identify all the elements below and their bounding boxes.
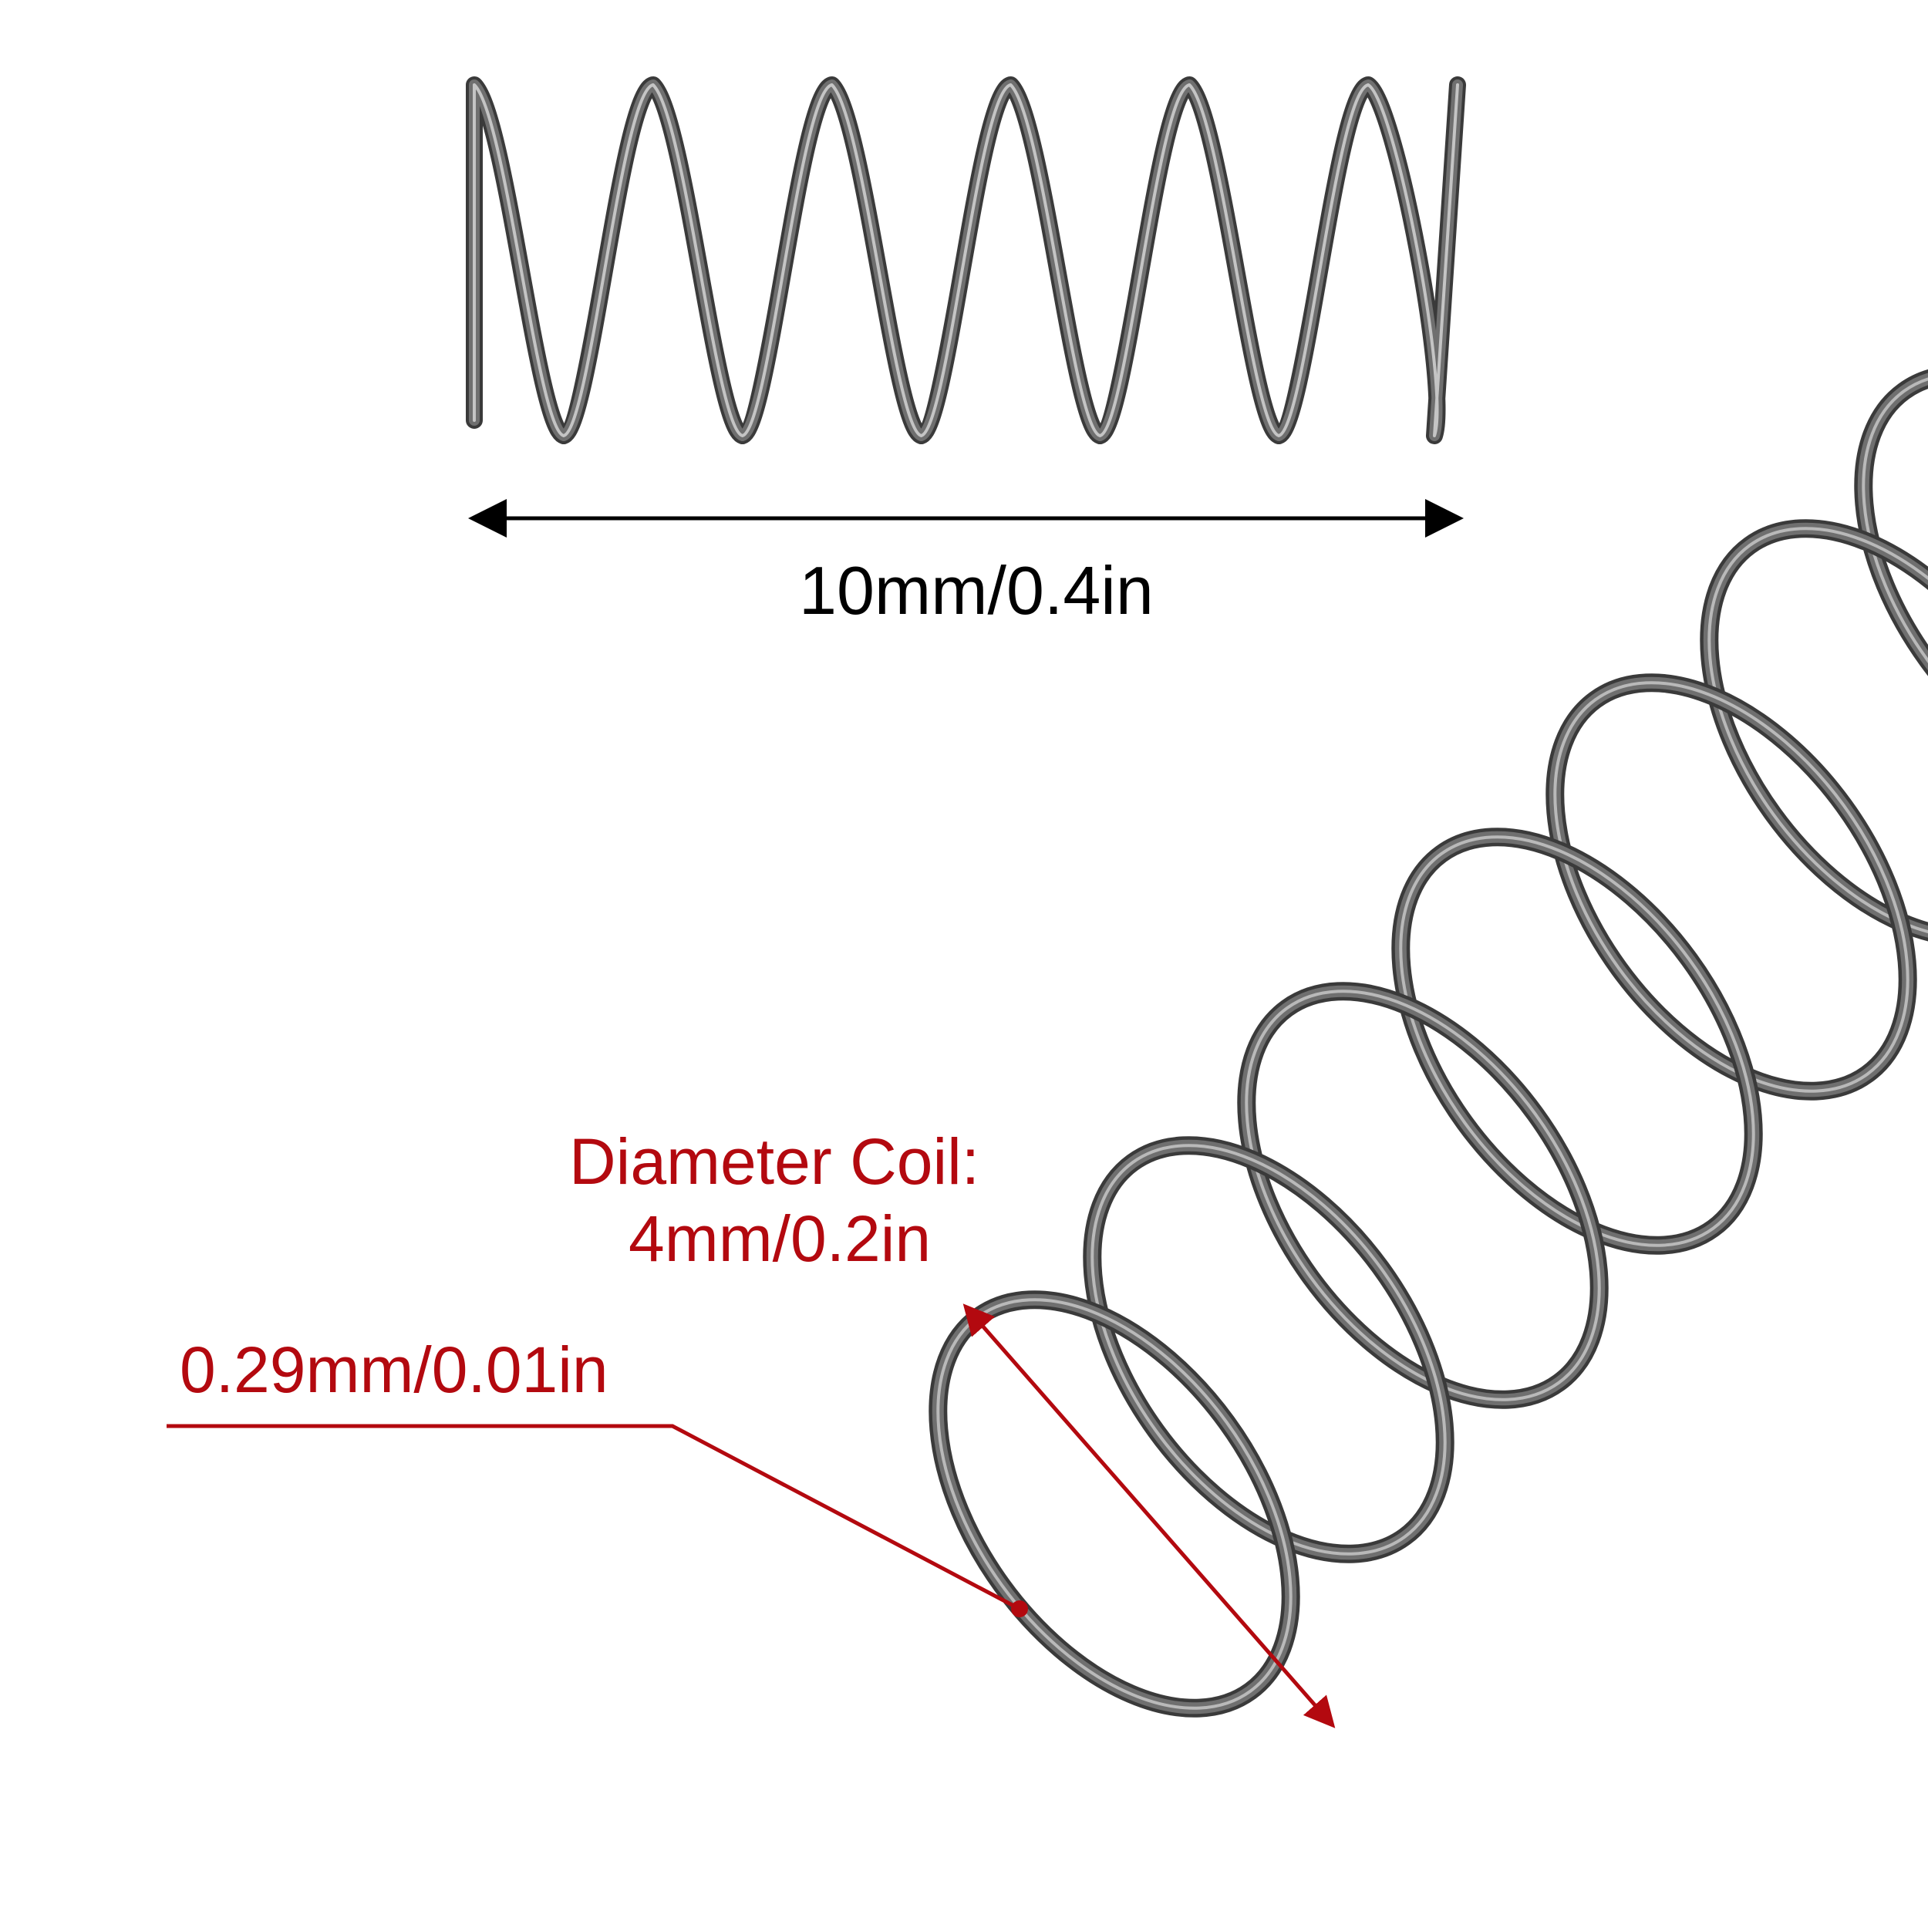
- coil-diameter-value: 4mm/0.2in: [629, 1202, 932, 1275]
- wire-thickness-pointer-dot: [1011, 1600, 1028, 1617]
- bottom-spring-coil-5-wire: [1549, 676, 1914, 1097]
- top-spring-side-view: [466, 76, 1466, 444]
- coil-diameter-arrow: [962, 1303, 1336, 1728]
- bottom-spring-coil-5-highlight: [1553, 681, 1909, 1093]
- bottom-spring-coil-3-highlight: [1245, 990, 1601, 1401]
- wire-thickness-leader-line: [167, 1424, 1021, 1611]
- bottom-spring-coil-4-highlight: [1399, 835, 1755, 1247]
- wire-thickness-label: 0.29mm/0.01in: [180, 1334, 608, 1406]
- bottom-spring-coil-4-wire: [1394, 831, 1760, 1252]
- bottom-spring-coil-1-wire: [932, 1293, 1297, 1715]
- bottom-spring-coil-6-highlight: [1707, 527, 1928, 939]
- top-spring-wire-highlight: [473, 83, 1459, 437]
- bottom-spring-coil-3-wire: [1240, 985, 1606, 1406]
- length-label: 10mm/0.4in: [799, 552, 1154, 629]
- bottom-spring-coil-7-highlight: [1862, 373, 1928, 784]
- bottom-spring-perspective-view: [929, 365, 1928, 1718]
- bottom-spring-coil-2-wire: [1086, 1139, 1451, 1560]
- coil-diameter-title: Diameter Coil:: [569, 1125, 980, 1198]
